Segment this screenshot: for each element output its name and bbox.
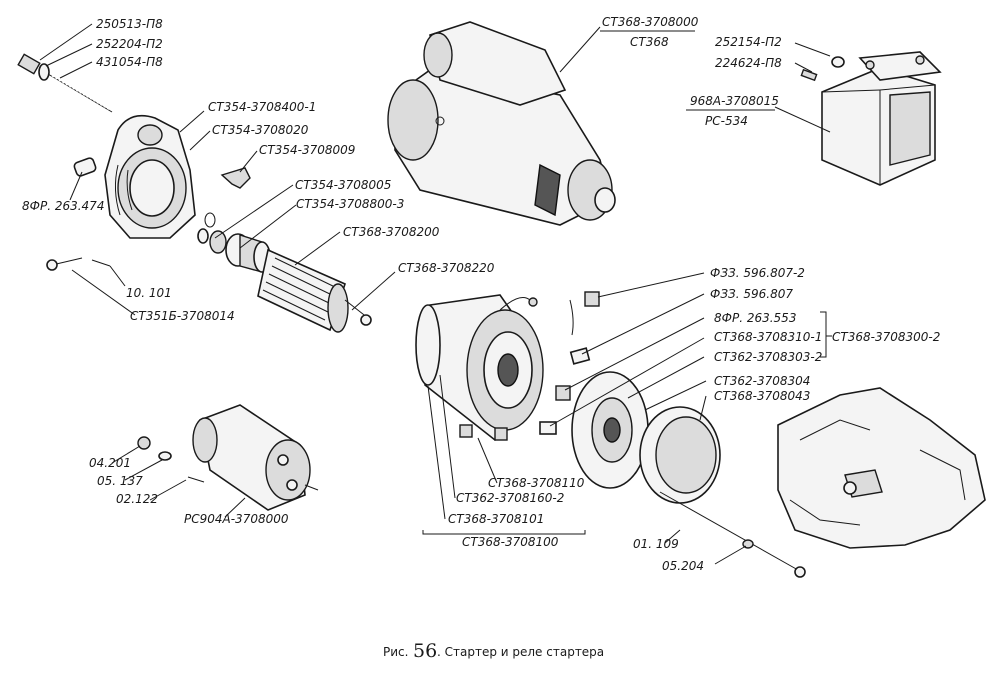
label-431054: 431054-П8 bbox=[96, 55, 163, 69]
label-ct362-304: СТ362-3708304 bbox=[714, 374, 810, 388]
label-ct354-020: СТ354-3708020 bbox=[212, 123, 309, 137]
relay-icon bbox=[800, 51, 942, 186]
long-bolt-icon bbox=[17, 53, 113, 113]
label-05204: 05.204 bbox=[662, 559, 704, 573]
label-f33-807: ФЗЗ. 596.807 bbox=[710, 287, 793, 301]
brush-icon bbox=[539, 291, 600, 435]
armature-icon bbox=[257, 248, 372, 333]
label-ct354-400: СТ354-3708400-1 bbox=[208, 100, 316, 114]
label-ct368-300: СТ368-3708300-2 bbox=[832, 330, 940, 344]
screw-icon bbox=[46, 257, 111, 271]
label-250513: 250513-П8 bbox=[96, 17, 163, 31]
label-05137: 05. 137 bbox=[97, 474, 143, 488]
label-8fr263474: 8ФР. 263.474 bbox=[22, 199, 104, 213]
leader-lines bbox=[39, 23, 832, 565]
caption-prefix: Рис. bbox=[383, 645, 408, 659]
label-ct354-009: СТ354-3708009 bbox=[259, 143, 355, 157]
label-ct354-005: СТ354-3708005 bbox=[295, 178, 391, 192]
part-labels: 250513-П8 252204-П2 431054-П8 СТ354-3708… bbox=[22, 15, 940, 573]
label-ct368-200: СТ368-3708200 bbox=[343, 225, 440, 239]
drive-clutch-icon bbox=[197, 228, 271, 273]
engine-block-icon bbox=[777, 387, 986, 549]
label-8fr263553: 8ФР. 263.553 bbox=[714, 311, 796, 325]
label-ct362-303: СТ362-3708303-2 bbox=[714, 350, 822, 364]
commutator-end-cover-icon bbox=[571, 371, 721, 504]
lever-icon bbox=[220, 167, 251, 189]
figure-caption: Рис. 56 . Стартер и реле стартера bbox=[383, 640, 604, 662]
label-ct354-800: СТ354-3708800-3 bbox=[296, 197, 404, 211]
label-252154: 252154-П2 bbox=[715, 35, 782, 49]
label-ct368-043: СТ368-3708043 bbox=[714, 389, 810, 403]
drive-end-cover-icon bbox=[104, 114, 216, 239]
label-ct362-160: СТ362-3708160-2 bbox=[456, 491, 564, 505]
label-968a-015: 968А-3708015 bbox=[690, 94, 779, 108]
label-f33-807-2: ФЗЗ. 596.807-2 bbox=[710, 266, 805, 280]
label-ct3516-014: СТ351Б-3708014 bbox=[130, 309, 235, 323]
label-252204: 252204-П2 bbox=[96, 37, 163, 51]
label-01109: 01. 109 bbox=[633, 537, 679, 551]
label-ct368-100: СТ368-3708100 bbox=[462, 535, 559, 549]
label-ct368-110: СТ368-3708110 bbox=[488, 476, 585, 490]
starter-assembly-icon bbox=[387, 21, 616, 226]
stator-housing-icon bbox=[415, 294, 544, 442]
label-ct368-000a: СТ368-3708000 bbox=[602, 15, 699, 29]
bushing-icon bbox=[73, 157, 97, 177]
label-pc534: РС-534 bbox=[705, 114, 748, 128]
label-02122: 02.122 bbox=[116, 492, 158, 506]
label-224624: 224624-П8 bbox=[715, 56, 782, 70]
label-04201: 04.201 bbox=[89, 456, 131, 470]
label-ct368-000b: СТ368 bbox=[630, 35, 669, 49]
label-10101: 10. 101 bbox=[126, 286, 172, 300]
through-bolt-icon bbox=[659, 491, 806, 578]
caption-number: 56 bbox=[413, 640, 437, 662]
caption-text: . Стартер и реле стартера bbox=[437, 645, 604, 659]
traction-relay-icon bbox=[137, 404, 319, 511]
label-ct368-310: СТ368-3708310-1 bbox=[714, 330, 822, 344]
label-ct368-220: СТ368-3708220 bbox=[398, 261, 495, 275]
label-pc904a: РС904А-3708000 bbox=[184, 512, 289, 526]
label-ct368-101: СТ368-3708101 bbox=[448, 512, 544, 526]
